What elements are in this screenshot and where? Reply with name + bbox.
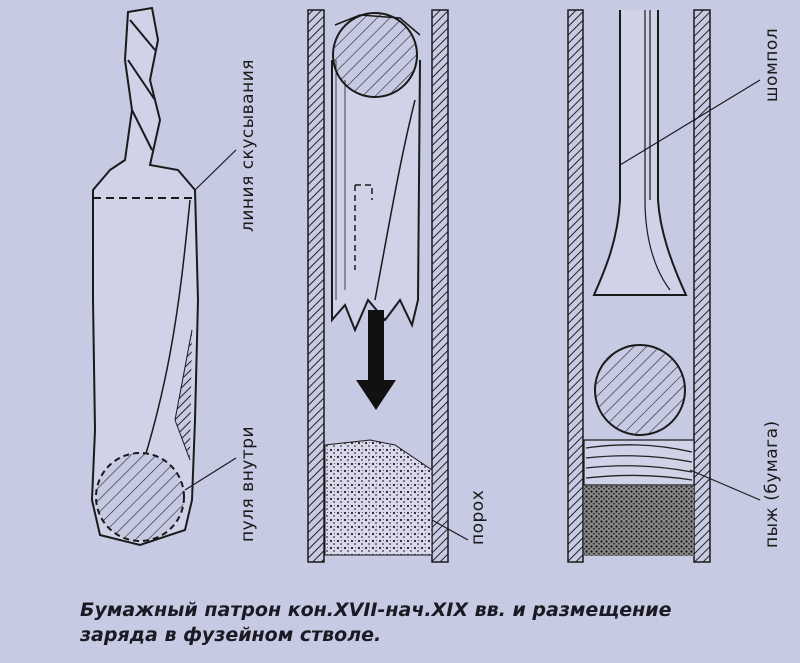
label-wad: пыж (бумага) [762,420,782,548]
label-bullet-inside: пуля внутри [238,425,258,542]
torn-cartridge [331,12,421,333]
figure-caption: Бумажный патрон кон.XVII-нач.XIX вв. и р… [80,598,780,648]
label-ramrod: шомпол [762,27,782,102]
label-bite-line: линия скусывания [238,59,258,232]
down-arrow-icon [356,310,396,410]
barrel-middle [307,9,469,563]
caption-line-2: заряда в фузейном стволе. [80,624,382,646]
label-powder: порох [468,489,488,545]
caption-line-1: Бумажный патрон кон.XVII-нач.XIX вв. и р… [80,599,672,621]
paper-cartridge [90,6,237,547]
barrel-right [567,9,761,563]
